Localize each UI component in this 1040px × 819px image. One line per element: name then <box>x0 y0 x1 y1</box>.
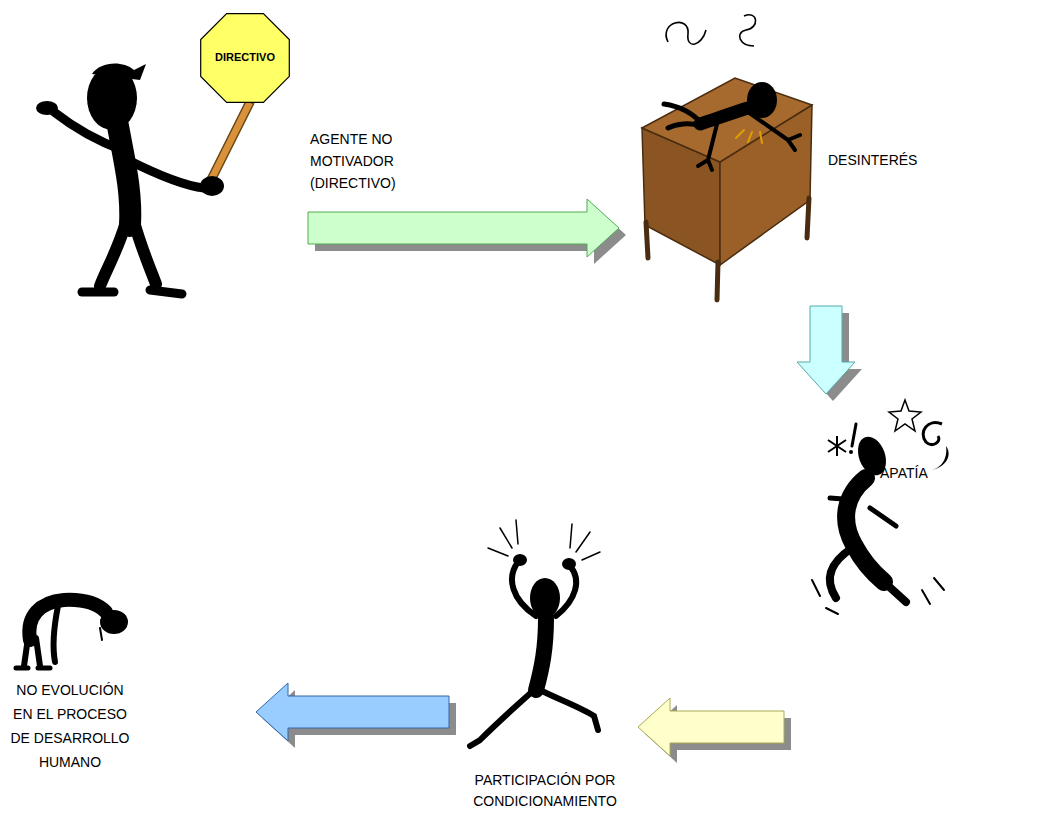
block-arrow <box>797 306 855 394</box>
directive-figure-part <box>201 14 290 103</box>
directive-figure-part <box>92 64 146 80</box>
slumped-figure <box>16 600 128 668</box>
apathy-figure-part <box>889 400 921 431</box>
directive-figure-part <box>150 290 182 294</box>
stage-label: DESINTERÉS <box>828 149 917 171</box>
conditioned-figure-part <box>562 558 576 570</box>
conditioned-figure <box>470 520 600 746</box>
apathy-figure-part <box>828 436 846 456</box>
apathy-figure-part <box>846 478 884 582</box>
apathy-figure-part <box>830 548 852 598</box>
desk-figure-part <box>642 78 812 162</box>
slumped-figure-part <box>100 610 128 634</box>
desk-figure-part <box>666 22 706 44</box>
desk-figure-part <box>646 198 809 300</box>
apathy-figure-part <box>812 578 944 614</box>
slumped-figure-part <box>29 600 106 640</box>
block-arrow <box>308 199 619 257</box>
conditioned-figure-part <box>512 562 536 616</box>
apathy-figure <box>812 400 949 614</box>
stage-node: APATÍA <box>790 400 965 770</box>
directive-figure-part <box>118 126 130 226</box>
directive-figure-part <box>128 160 204 188</box>
conditioned-figure-part <box>556 566 576 616</box>
stage-node: NO EVOLUCIÓN EN EL PROCESO DE DESARROLLO… <box>5 590 250 785</box>
stage-node: DIRECTIVO <box>30 8 302 300</box>
conditioned-figure-part <box>536 618 546 690</box>
apathy-figure-part <box>932 446 949 470</box>
directive-figure-part <box>134 222 156 284</box>
stage-node: PARTICIPACIÓN POR CONDICIONAMIENTO <box>455 505 632 817</box>
desk-figure <box>642 15 812 300</box>
slumped-figure-part <box>16 666 50 671</box>
apathy-figure-part <box>849 450 853 454</box>
stage-label: NO EVOLUCIÓN EN EL PROCESO DE DESARROLLO… <box>7 678 133 774</box>
stage-node: DESINTERÉS <box>625 8 960 300</box>
apathy-figure-part <box>852 424 856 446</box>
apathy-figure-part <box>830 498 896 526</box>
arrow-label: AGENTE NO MOTIVADOR (DIRECTIVO) <box>310 128 410 194</box>
stage-label: APATÍA <box>880 462 928 484</box>
conditioned-figure-part <box>513 554 527 566</box>
desk-figure-part <box>736 130 762 143</box>
conditioned-figure-part <box>540 690 598 730</box>
directive-figure-part <box>100 222 126 286</box>
desk-figure-part <box>748 112 800 150</box>
conditioned-figure-part <box>488 520 600 560</box>
edge-label-holder: AGENTE NO MOTIVADOR (DIRECTIVO) <box>310 128 410 194</box>
apathy-figure-part <box>923 423 942 445</box>
slumped-figure-part <box>100 628 102 640</box>
desk-figure-part <box>700 108 748 124</box>
slumped-figure-part <box>54 606 58 662</box>
block-arrow <box>256 683 449 741</box>
sign-text: DIRECTIVO <box>205 51 285 64</box>
block-arrow <box>638 698 784 756</box>
directive-figure-part <box>36 101 58 115</box>
slumped-figure-part <box>24 638 40 666</box>
directive-figure-part <box>54 112 122 150</box>
directive-figure-part <box>82 288 114 297</box>
desk-figure-part <box>664 104 702 128</box>
stage-label: PARTICIPACIÓN POR CONDICIONAMIENTO <box>464 770 626 812</box>
directive-figure <box>36 14 289 294</box>
apathy-figure-part <box>884 582 906 602</box>
desk-figure-part <box>740 15 756 46</box>
conditioned-figure-part <box>470 690 534 746</box>
directive-figure-part <box>200 176 224 196</box>
